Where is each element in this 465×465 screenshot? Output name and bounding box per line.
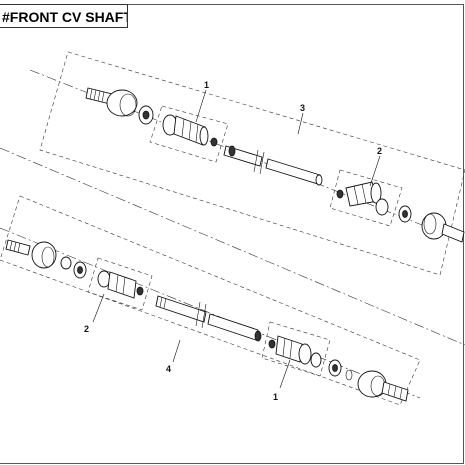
upper-outer-boot (162, 114, 209, 146)
upper-boot-kit-outline (149, 105, 229, 163)
lower-inner-stub-shaft (5, 239, 31, 256)
callout-lower-assembly: 4 (166, 364, 171, 374)
upper-bearing-cage (138, 105, 154, 125)
lower-inner-circlip (60, 256, 72, 270)
lower-outer-boot (268, 335, 322, 368)
lower-inner-boot-kit-outline (87, 257, 153, 311)
upper-inner-cv-housing (421, 212, 465, 243)
lower-axle-bar (155, 295, 262, 342)
assembly-separator-line (0, 147, 465, 346)
page-title: #FRONT CV SHAFT (0, 4, 128, 28)
lower-shaft-assembly: 2 4 1 (0, 195, 421, 406)
upper-boot-clamp (210, 137, 218, 147)
upper-inner-boot-kit-outline (329, 169, 403, 227)
callout-lower-inner-boot-kit: 2 (84, 324, 89, 334)
upper-inner-boot (336, 181, 389, 216)
upper-outer-stub-shaft (85, 87, 113, 105)
callout-lower-outer-boot-kit: 1 (273, 392, 278, 402)
lower-outer-boot-kit-outline (261, 321, 331, 377)
lower-centerline (0, 227, 421, 399)
lower-outer-cv-housing (357, 370, 409, 402)
upper-outer-cv-housing (106, 89, 138, 117)
upper-inner-cage (398, 205, 412, 223)
lower-outer-circlip (345, 369, 353, 381)
callout-upper-inner-boot-kit: 2 (377, 146, 382, 156)
lower-outer-cage (328, 359, 342, 377)
lower-inner-cage (73, 261, 87, 279)
callout-upper-boot-kit: 1 (204, 80, 209, 90)
lower-inner-cv-housing (31, 241, 57, 269)
lower-inner-boot (97, 270, 144, 299)
lower-assembly-outline (0, 195, 421, 406)
upper-axle-bar (223, 145, 323, 186)
callout-upper-assembly: 3 (300, 103, 305, 113)
upper-assembly-outline (39, 51, 465, 276)
upper-shaft-assembly: 1 3 2 (29, 51, 465, 276)
